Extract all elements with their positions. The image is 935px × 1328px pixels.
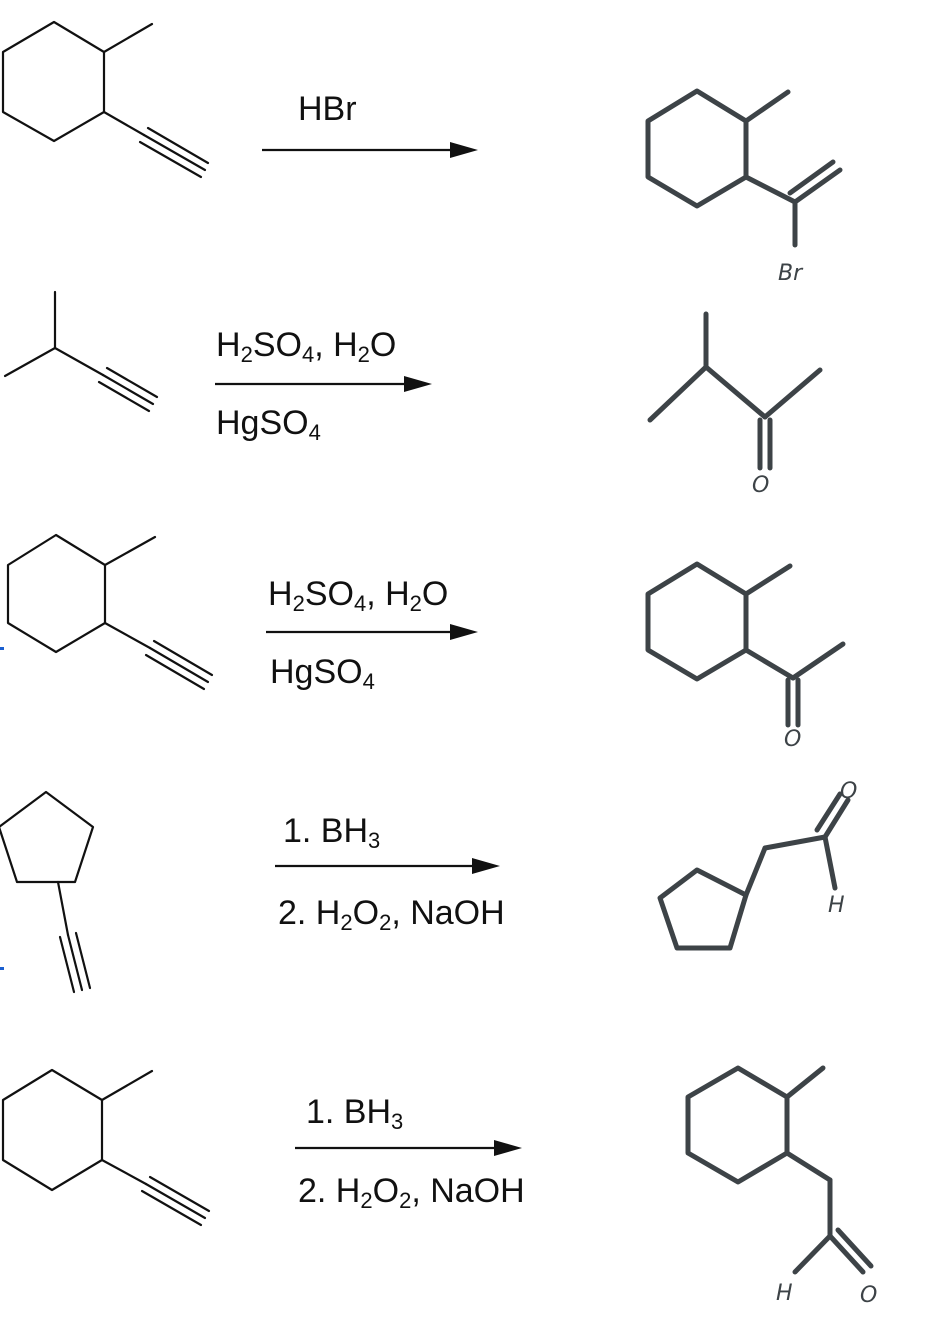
vinyl-stem-bond — [743, 174, 798, 205]
reagent-label-above: 1. BH3 — [306, 1093, 404, 1134]
reaction-arrow-2 — [215, 376, 432, 392]
carbonyl-double-bond — [822, 797, 851, 840]
edge-artifact — [0, 647, 4, 650]
alkyne-triple-bond — [66, 933, 84, 992]
subscript: 4 — [301, 342, 315, 367]
methyl-bond — [743, 563, 793, 597]
reaction-arrow-5 — [295, 1140, 522, 1156]
methyl-bond — [100, 1069, 154, 1102]
subscript: 2 — [409, 591, 422, 616]
aldehyde-stem-bond — [762, 834, 828, 851]
subscript: 4 — [308, 420, 321, 445]
alkyne-stem-bond — [56, 880, 70, 937]
alkyne-triple-bond — [142, 133, 207, 172]
cyclohexane-ring — [645, 88, 749, 209]
aldehyde-h-bond — [792, 1233, 833, 1275]
reaction-5: 1. BH3 2. H2O2, NaOH H O — [0, 1040, 935, 1328]
subscript: 2 — [357, 342, 370, 367]
reaction-3: H2SO4, H2O HgSO4 O — [0, 510, 935, 760]
alkene-double-bond — [792, 167, 843, 205]
product-atom-label: O — [752, 473, 769, 498]
cyclopentane-ring — [657, 867, 749, 951]
subscript: 2 — [360, 1188, 373, 1213]
reaction-arrow-4 — [275, 858, 500, 874]
reactant-2-structure — [3, 290, 159, 413]
product-4-structure: O H — [657, 779, 857, 951]
edge-artifact — [0, 967, 4, 970]
carbonyl-stem-bond — [703, 364, 768, 420]
product-1-structure: Br — [645, 88, 843, 286]
methyl-bond — [743, 89, 791, 124]
methyl-left-bond — [647, 364, 709, 423]
alkyne-stem-bond — [53, 346, 105, 377]
subscript: 4 — [362, 669, 375, 694]
methyl-bond — [103, 535, 157, 567]
reagent-label-below: HgSO4 — [216, 404, 321, 445]
aldehyde-h-bond — [822, 834, 838, 891]
carbonyl-stem-bond — [743, 647, 796, 681]
reaction-arrow-3 — [266, 624, 478, 640]
alkyne-triple-bond — [144, 1182, 207, 1220]
subscript: 2 — [379, 910, 392, 935]
product-atom-label: H — [776, 1281, 793, 1306]
product-2-structure: O — [647, 311, 823, 498]
alkyne-stem-bond — [103, 621, 152, 650]
reagent-label-above: H2SO4, H2O — [268, 575, 449, 616]
reactant-5-structure — [1, 1068, 211, 1227]
reagent-label-below: 2. H2O2, NaOH — [278, 894, 505, 935]
reactant-1-structure — [1, 20, 210, 179]
product-3-structure: O — [645, 561, 846, 752]
product-atom-label: H — [828, 893, 845, 918]
reagent-label-below: HgSO4 — [270, 653, 375, 694]
reactant-4-structure — [0, 790, 95, 994]
reagent-label-above: 1. BH3 — [283, 812, 381, 853]
product-atom-label: O — [860, 1283, 877, 1308]
reactant-3-structure — [6, 533, 214, 691]
alkyne-stem-bond — [100, 1158, 148, 1186]
product-atom-label: O — [840, 779, 857, 804]
alkyne-triple-bond — [148, 646, 210, 684]
reagent-label-above: H2SO4, H2O — [216, 326, 397, 367]
subscript: 3 — [391, 1109, 404, 1134]
reagent-label-above: HBr — [298, 90, 357, 128]
cyclohexane-ring — [685, 1065, 790, 1185]
reaction-arrow-1 — [262, 142, 478, 158]
methyl-left-bond — [3, 346, 57, 378]
product-5-structure: H O — [685, 1065, 877, 1308]
ch2-bond — [743, 845, 768, 898]
reagent-label-below: 2. H2O2, NaOH — [298, 1172, 525, 1213]
alkyne-triple-bond — [101, 373, 155, 406]
cyclopentane-ring — [0, 790, 95, 884]
reaction-1: HBr Br — [0, 0, 935, 290]
subscript: 3 — [368, 828, 381, 853]
subscript: 4 — [353, 591, 367, 616]
subscript: 2 — [240, 342, 253, 367]
product-atom-label: O — [784, 727, 801, 752]
methyl-right-bond — [790, 641, 846, 681]
reaction-4: 1. BH3 2. H2O2, NaOH O H — [0, 760, 935, 1020]
subscript: 2 — [399, 1188, 412, 1213]
methyl-bond — [784, 1065, 826, 1100]
subscript: 2 — [292, 591, 305, 616]
carbonyl-double-bond — [827, 1233, 866, 1275]
reaction-2: H2SO4, H2O HgSO4 O — [0, 280, 935, 510]
alkyne-stem-bond — [102, 110, 146, 137]
methyl-bond — [102, 22, 154, 54]
ch2-bond — [784, 1150, 833, 1183]
methyl-right-bond — [762, 367, 823, 420]
subscript: 2 — [340, 910, 353, 935]
product-atom-label: Br — [778, 261, 804, 286]
